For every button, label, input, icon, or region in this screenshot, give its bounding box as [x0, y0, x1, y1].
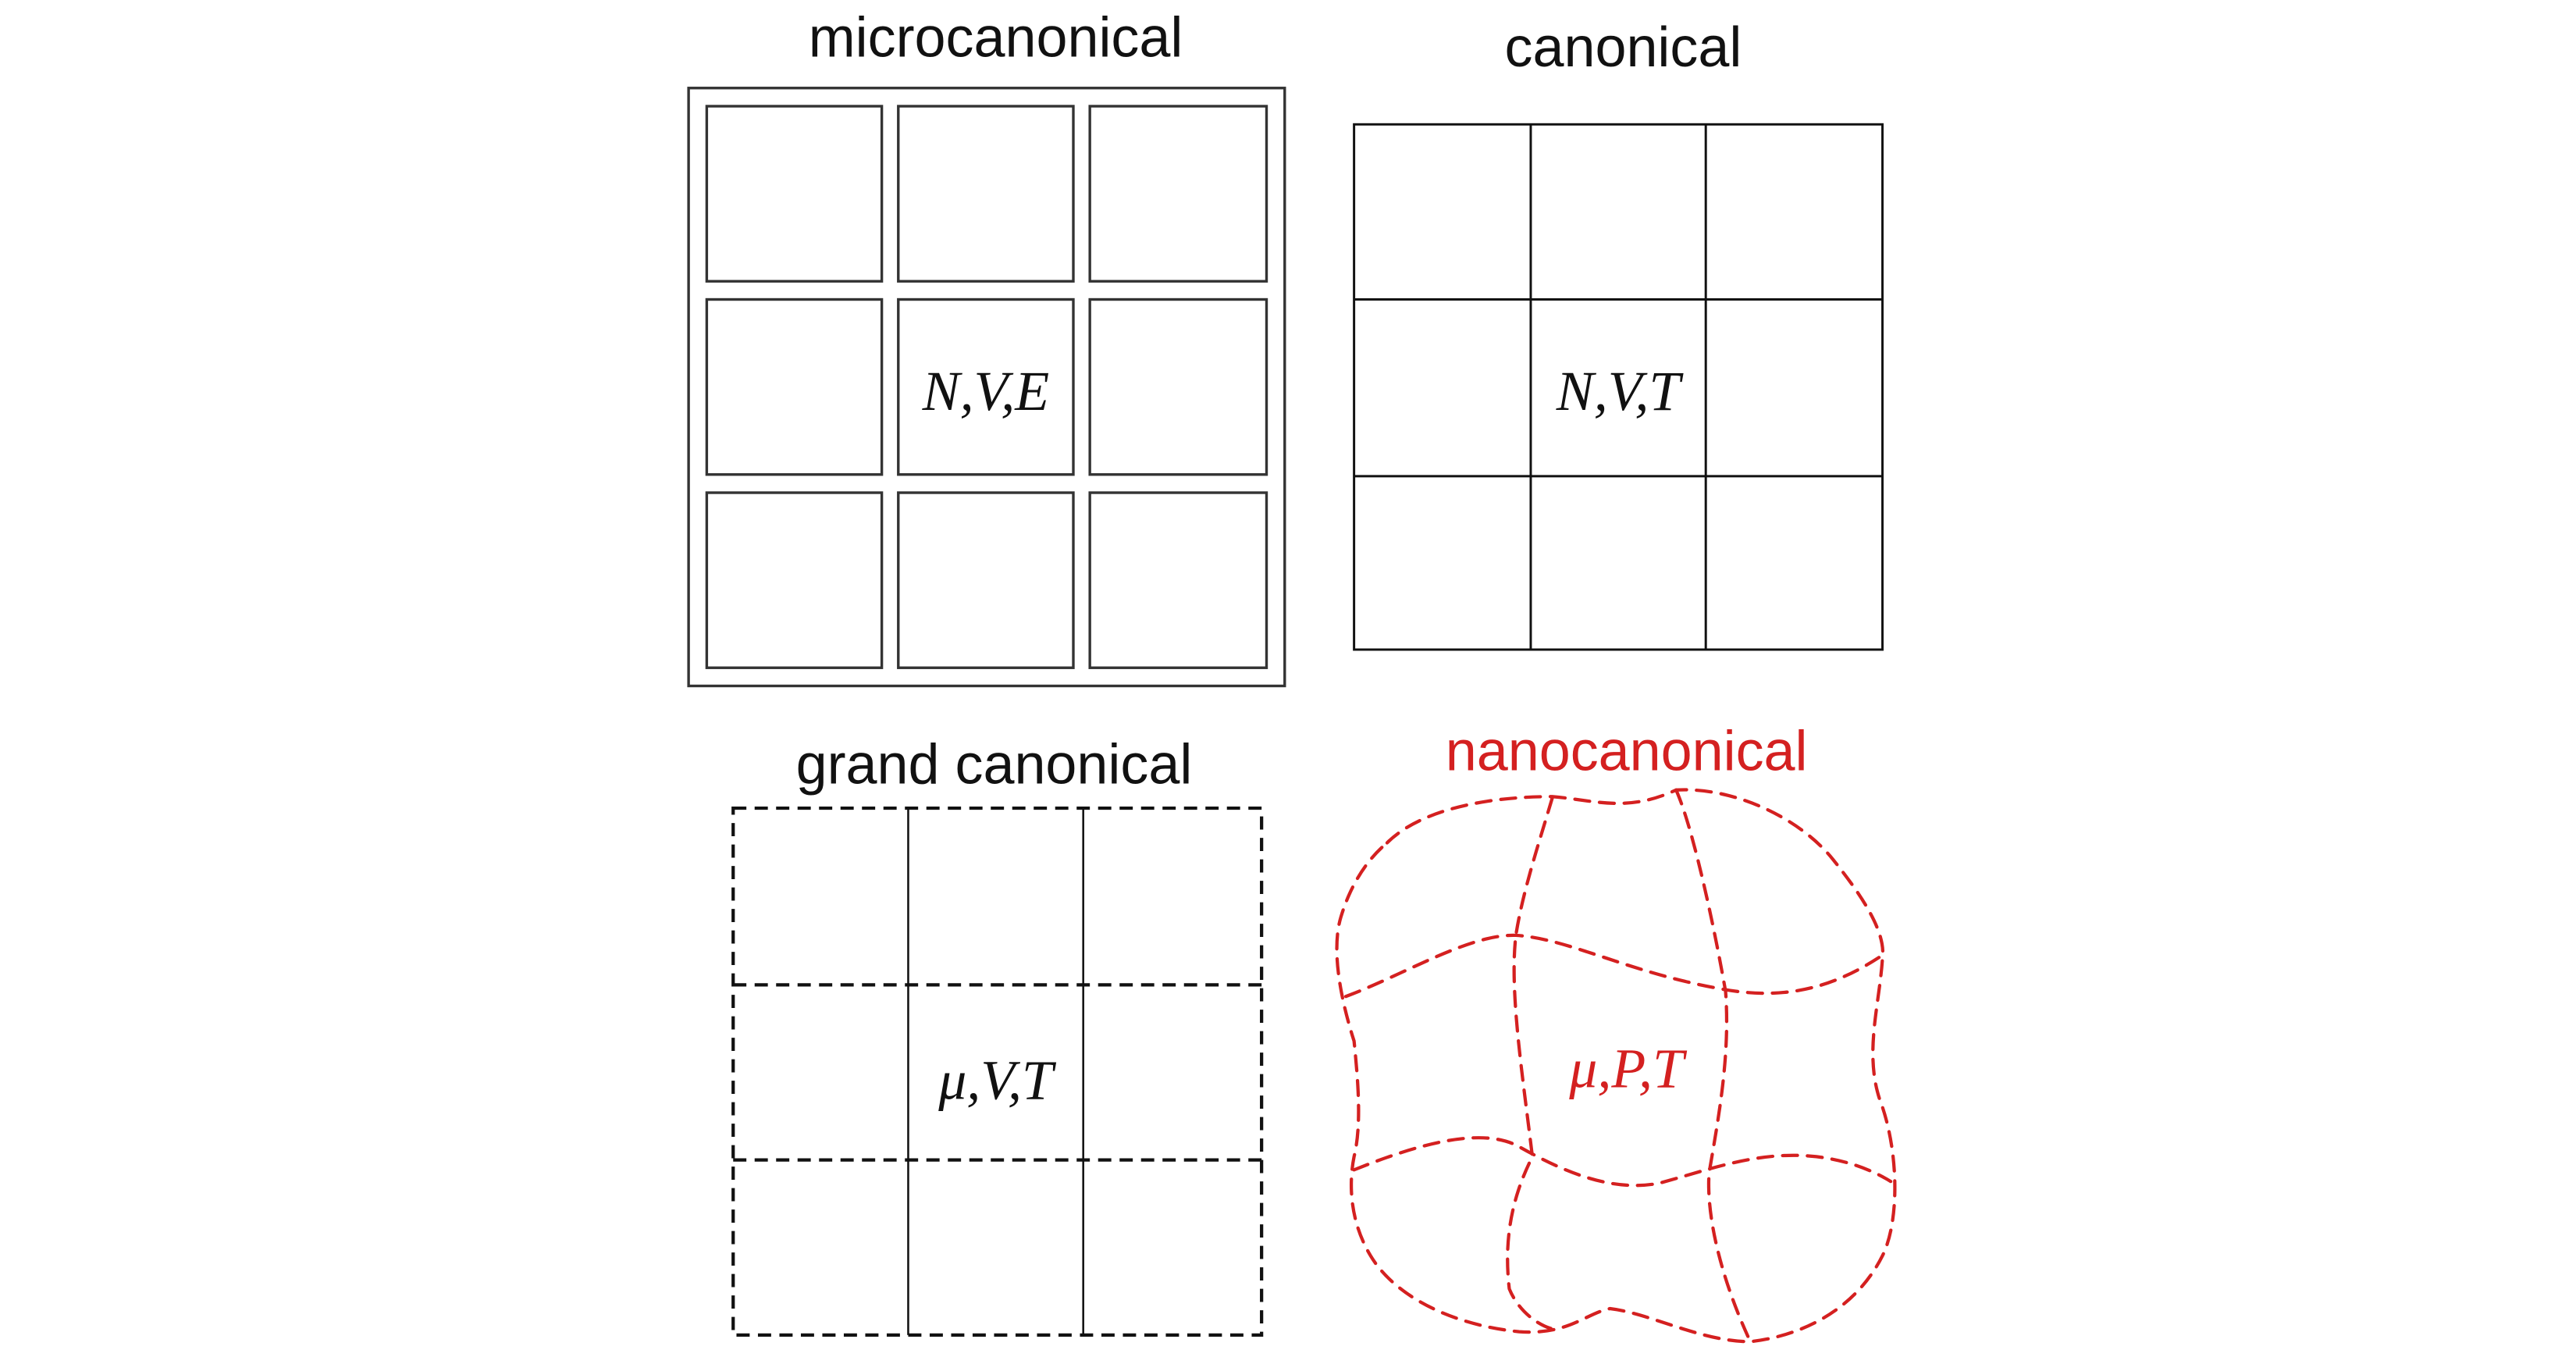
canonical-panel: canonical N,V,T — [1353, 16, 1884, 651]
grand-canonical-panel: grand canonical μ,V,T — [731, 733, 1264, 1337]
microcanonical-outer-wall — [687, 87, 1286, 688]
grand-canonical-grid — [731, 806, 1264, 1337]
microcanonical-title: microcanonical — [809, 7, 1183, 69]
canonical-grid — [1353, 123, 1884, 651]
microcanonical-label: N,V,E — [922, 360, 1050, 422]
nanocanonical-deformed-grid — [1335, 788, 1897, 1344]
grand-canonical-label: μ,V,T — [938, 1049, 1057, 1111]
nanocanonical-panel: nanocanonical μ,P,T — [1335, 720, 1897, 1344]
microcanonical-panel: microcanonical N,V,E — [687, 7, 1286, 688]
nanocanonical-title: nanocanonical — [1446, 720, 1808, 782]
grand-canonical-title: grand canonical — [796, 733, 1193, 796]
canonical-title: canonical — [1505, 16, 1742, 79]
canonical-label: N,V,T — [1556, 360, 1685, 422]
nanocanonical-label: μ,P,T — [1568, 1038, 1688, 1100]
microcanonical-cells — [705, 105, 1268, 669]
